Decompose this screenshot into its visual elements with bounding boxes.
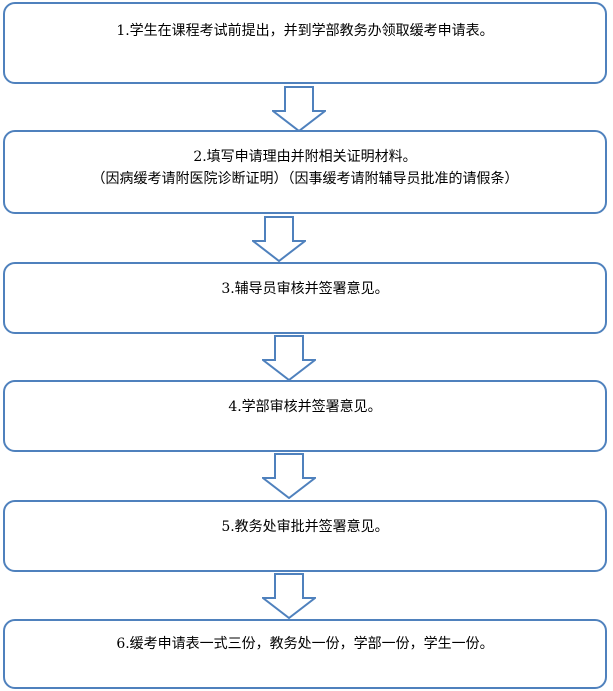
step-6-text: 6.缓考申请表一式三份，教务处一份，学部一份，学生一份。 — [116, 636, 494, 652]
step-2-text-line-2: （因病缓考请附医院诊断证明）（因事缓考请附辅导员批准的请假条） — [91, 171, 519, 187]
step-box-6: 6.缓考申请表一式三份，教务处一份，学部一份，学生一份。 — [3, 619, 607, 689]
flow-arrow-2 — [252, 216, 306, 262]
step-2-text-line-1: 2.填写申请理由并附相关证明材料。 — [193, 149, 417, 165]
flow-arrow-4 — [262, 453, 316, 499]
step-4-text: 4.学部审核并签署意见。 — [228, 399, 382, 415]
step-3-text: 3.辅导员审核并签署意见。 — [221, 281, 389, 297]
flow-arrow-5 — [262, 573, 316, 619]
step-5-text: 5.教务处审批并签署意见。 — [221, 519, 389, 535]
step-box-3: 3.辅导员审核并签署意见。 — [3, 262, 607, 334]
flow-arrow-3 — [262, 335, 316, 381]
step-1-text: 1.学生在课程考试前提出，并到学部教务办领取缓考申请表。 — [116, 23, 494, 39]
step-box-2: 2.填写申请理由并附相关证明材料。 （因病缓考请附医院诊断证明）（因事缓考请附辅… — [3, 130, 607, 214]
step-box-5: 5.教务处审批并签署意见。 — [3, 500, 607, 572]
step-box-1: 1.学生在课程考试前提出，并到学部教务办领取缓考申请表。 — [3, 2, 607, 84]
step-box-4: 4.学部审核并签署意见。 — [3, 380, 607, 452]
flow-arrow-1 — [272, 86, 326, 132]
